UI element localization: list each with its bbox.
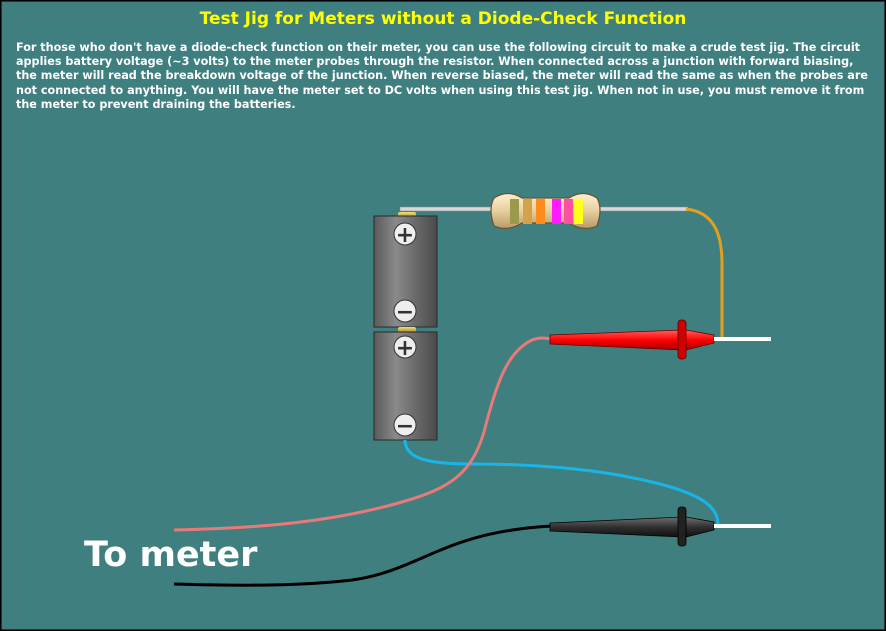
resistor	[490, 192, 601, 229]
blue-wire	[403, 439, 720, 525]
resistor-band-5	[564, 199, 573, 224]
battery-bottom-plus-sign: +	[396, 336, 414, 361]
to-meter-label: To meter	[84, 535, 258, 575]
battery-top-minus-sign: −	[396, 300, 414, 325]
resistor-color-bands	[510, 199, 583, 224]
resistor-band-2	[523, 199, 532, 224]
black-wire	[173, 524, 553, 587]
orange-wire	[685, 207, 724, 338]
pink-wire	[173, 336, 553, 532]
page-title: Test Jig for Meters without a Diode-Chec…	[199, 9, 687, 29]
resistor-band-6	[574, 199, 583, 224]
resistor-band-3	[536, 199, 545, 224]
resistor-band-1	[510, 199, 519, 224]
battery-top: + −	[373, 212, 438, 328]
black-probe	[549, 506, 771, 547]
description-text: For those who don't have a diode-check f…	[16, 41, 868, 111]
battery-top-plus-sign: +	[396, 223, 414, 248]
battery-bottom-minus-sign: −	[396, 414, 414, 439]
battery-bottom: + −	[373, 327, 438, 441]
resistor-band-4	[552, 199, 561, 224]
red-probe	[549, 319, 771, 360]
